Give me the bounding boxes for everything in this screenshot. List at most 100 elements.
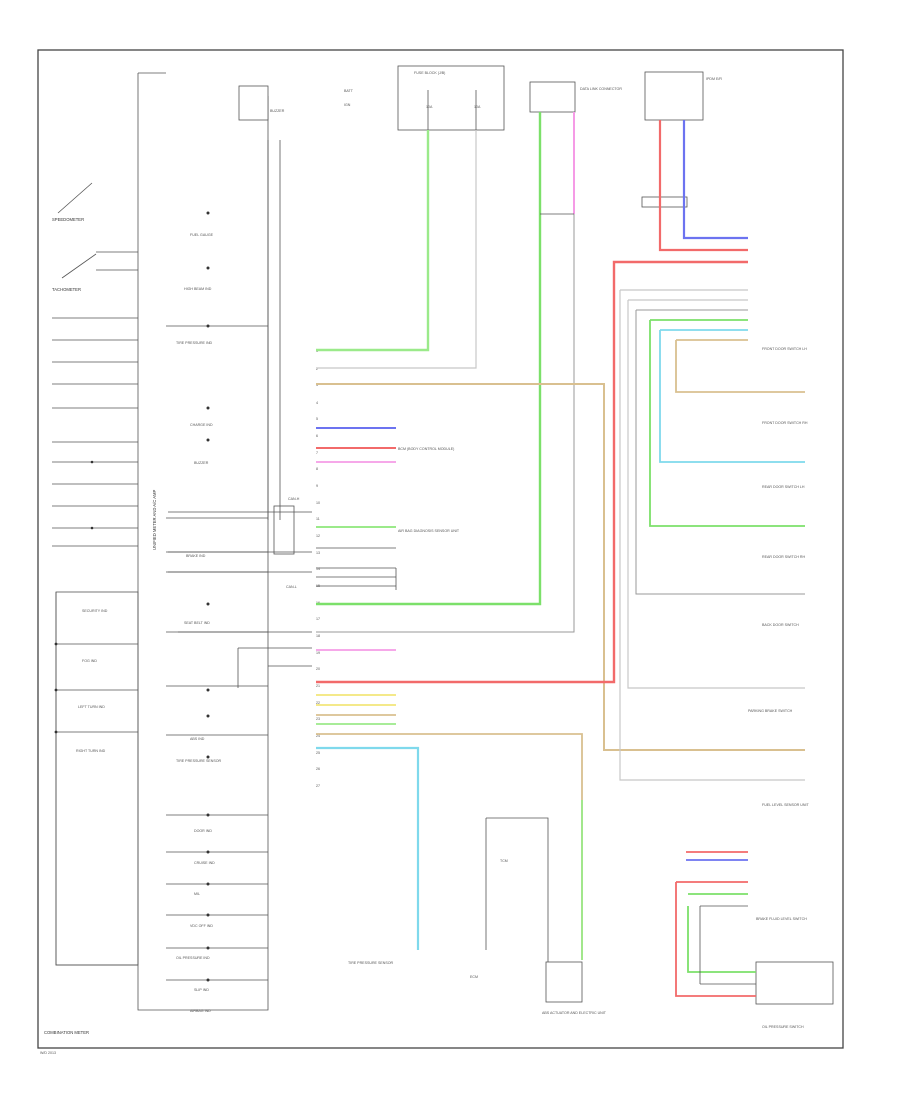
- svg-text:25: 25: [316, 751, 320, 755]
- security-ind-label: SECURITY IND: [82, 609, 108, 613]
- svg-text:20: 20: [316, 667, 320, 671]
- right-turn-label: RIGHT TURN IND: [76, 749, 106, 753]
- oil-pressure-sw-label: OIL PRESSURE SWITCH: [762, 1025, 804, 1029]
- svg-text:17: 17: [316, 617, 320, 621]
- svg-text:4: 4: [316, 401, 318, 405]
- ecm-label: ECM: [470, 975, 478, 979]
- tpms-sensor-label: TIRE PRESSURE SENSOR: [348, 961, 394, 965]
- svg-text:13: 13: [316, 551, 320, 555]
- brake-label: BRAKE IND: [186, 554, 206, 558]
- svg-text:7: 7: [316, 451, 318, 455]
- svg-text:23: 23: [316, 717, 320, 721]
- wire-green-can: [316, 112, 542, 606]
- diagram-border: [37, 49, 844, 1049]
- svg-text:18: 18: [316, 634, 320, 638]
- abs-actuator-label: ABS ACTUATOR AND ELECTRIC UNIT: [542, 1011, 607, 1015]
- speedometer-needle: [57, 182, 93, 214]
- fuse-10a-2-label: 10A: [474, 105, 481, 109]
- combination-meter-label: UNIFIED METER AND A/C AMP: [152, 490, 157, 550]
- combination-meter-outline: [137, 72, 269, 1011]
- data-link-label: DATA LINK CONNECTOR: [580, 87, 622, 91]
- fuse-10a-1-label: 10A: [426, 105, 433, 109]
- buzzer-top-label: BUZZER: [270, 109, 285, 113]
- wire-blue-ipdm: [682, 120, 748, 240]
- speedometer-label: SPEEDOMETER: [52, 217, 84, 222]
- abs-label: ABS IND: [190, 737, 205, 741]
- mil-label: MIL: [194, 892, 200, 896]
- airbag-label: AIRBAG IND: [190, 1009, 211, 1013]
- svg-text:6: 6: [316, 434, 318, 438]
- tcm-label: TCM: [500, 859, 508, 863]
- ign-label: IGN: [344, 103, 351, 107]
- indicator-group-box: [55, 591, 139, 966]
- fuse-block: [397, 65, 505, 131]
- ipdm-unit: [644, 71, 704, 121]
- high-beam-label: HIGH BEAM IND: [184, 287, 212, 291]
- airbag-unit-label: AIR BAG DIAGNOSIS SENSOR UNIT: [398, 529, 460, 533]
- vdc-label: VDC OFF IND: [190, 924, 213, 928]
- door-label: DOOR IND: [194, 829, 212, 833]
- tire-pressure-label: TIRE PRESSURE IND: [176, 341, 213, 345]
- buzzer-label: BUZZER: [194, 461, 209, 465]
- fuel-gauge-label: FUEL GAUGE: [190, 233, 214, 237]
- svg-text:27: 27: [316, 784, 320, 788]
- parking-brake-label: PARKING BRAKE SWITCH: [748, 709, 793, 713]
- data-link-connector: [529, 81, 576, 113]
- svg-text:11: 11: [316, 517, 320, 521]
- meter-signal-lines: [52, 317, 138, 547]
- svg-text:22: 22: [316, 701, 320, 705]
- ipdm-label: IPDM E/R: [706, 77, 722, 81]
- rear-door-lh-label: REAR DOOR SWITCH LH: [762, 485, 805, 489]
- buzzer-symbol: [238, 85, 269, 121]
- brake-fluid-label: BRAKE FLUID LEVEL SWITCH: [756, 917, 807, 921]
- meter-internal-lines: [166, 325, 268, 981]
- connector-module: [273, 505, 295, 555]
- tpms-label: TIRE PRESSURE SENSOR: [176, 759, 222, 763]
- svg-text:21: 21: [316, 684, 320, 688]
- oil-pressure-module: [755, 961, 834, 1005]
- back-door-label: BACK DOOR SWITCH: [762, 623, 799, 627]
- front-door-sw-driver-label: FRONT DOOR SWITCH LH: [762, 347, 807, 351]
- svg-text:26: 26: [316, 767, 320, 771]
- wire-tan: [316, 383, 805, 751]
- wire-green-ign: [316, 130, 430, 352]
- diagram-code: W/D 2013: [40, 1051, 56, 1055]
- seat-belt-label: SEAT BELT IND: [184, 621, 210, 625]
- slip-label: SLIP IND: [194, 988, 209, 992]
- combination-meter-footer: COMBINATION METER: [44, 1030, 89, 1035]
- cruise-label: CRUISE IND: [194, 861, 215, 865]
- charge-label: CHARGE IND: [190, 423, 213, 427]
- wire-red-ipdm: [658, 120, 748, 252]
- tachometer-needle: [61, 253, 97, 279]
- rear-door-rh-label: REAR DOOR SWITCH RH: [762, 555, 806, 559]
- oil-label: OIL PRESSURE IND: [176, 956, 210, 960]
- svg-text:5: 5: [316, 417, 318, 421]
- svg-text:14: 14: [316, 567, 320, 571]
- svg-text:24: 24: [316, 734, 320, 738]
- svg-text:19: 19: [316, 651, 320, 655]
- front-door-sw-pass-label: FRONT DOOR SWITCH RH: [762, 421, 808, 425]
- power-label: BATT: [344, 89, 354, 93]
- fog-ind-label: FOG IND: [82, 659, 97, 663]
- can-l-label: CAN-L: [286, 585, 297, 589]
- bcm-label: BCM (BODY CONTROL MODULE): [398, 447, 454, 451]
- left-turn-label: LEFT TURN IND: [78, 705, 105, 709]
- wire-cyan-tpms: [316, 746, 420, 950]
- abs-actuator-unit: [545, 961, 583, 1003]
- svg-text:9: 9: [316, 484, 318, 488]
- ipdm-connector: [641, 196, 688, 208]
- fuel-level-label: FUEL LEVEL SENSOR UNIT: [762, 803, 809, 807]
- svg-text:8: 8: [316, 467, 318, 471]
- fuse-block-label: FUSE BLOCK (J/B): [414, 71, 445, 75]
- svg-text:10: 10: [316, 501, 320, 505]
- wire-red-power: [316, 260, 748, 684]
- tachometer-label: TACHOMETER: [52, 287, 81, 292]
- wire-grey-batt: [316, 130, 477, 369]
- wire-grey-can-l: [316, 214, 575, 633]
- wire-tan-bottom: [316, 733, 583, 960]
- svg-text:2: 2: [316, 367, 318, 371]
- svg-text:12: 12: [316, 534, 320, 538]
- can-h-label: CAN-H: [288, 497, 300, 501]
